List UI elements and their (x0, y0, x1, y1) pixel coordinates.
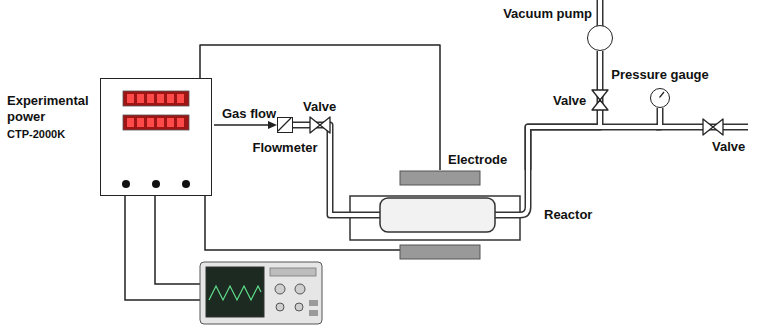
outlet-pipe (656, 124, 748, 131)
led-digit (167, 118, 174, 127)
node-label: CTP-2000K (7, 128, 95, 141)
led-display (123, 91, 189, 106)
node-caption: Experimental powerCTP-2000K (7, 93, 95, 141)
valve-symbol (592, 90, 608, 100)
led-display (123, 115, 189, 130)
scope-screen (206, 267, 264, 317)
led-digit (177, 94, 184, 103)
node-label: Vacuum pump (503, 6, 592, 22)
led-digit (147, 118, 154, 127)
gas-pipe (528, 108, 660, 170)
discharge-tube (380, 198, 495, 232)
valve-symbol (592, 100, 608, 110)
led-digit (127, 118, 134, 127)
led-digit (137, 118, 144, 127)
scope-trace (209, 286, 261, 300)
electrode-plate (400, 171, 480, 185)
flowmeter-box: Flowmeter (277, 117, 293, 133)
pipe-bore (528, 51, 600, 170)
led-digit (147, 94, 154, 103)
pressure-gauge-outline (651, 89, 669, 107)
led-digit (167, 94, 174, 103)
power-supply: Experimental powerCTP-2000K (100, 78, 212, 196)
pipe-bore (656, 125, 748, 129)
gas-pipe (293, 125, 345, 215)
node-label: Flowmeter (252, 140, 317, 156)
led-digit (157, 94, 164, 103)
node-label: Reactor (544, 207, 592, 223)
valve-symbol (703, 119, 713, 135)
scope-button (309, 300, 318, 306)
gauge-needle (660, 92, 665, 98)
scope-knob (295, 303, 303, 311)
gas-line (214, 124, 270, 126)
terminal-dot (152, 180, 160, 188)
reactor-unit: Reactor (345, 170, 540, 260)
valve-label: Valve (553, 93, 586, 109)
electrode-plate (400, 245, 480, 259)
pipe-bore (491, 170, 528, 215)
terminal-dot (182, 180, 190, 188)
led-digit (177, 118, 184, 127)
valve-symbol (310, 117, 320, 133)
reactor-pipe (345, 212, 385, 219)
node-caption: Reactor (544, 207, 592, 223)
pressure-gauge: Pressure gauge (650, 88, 670, 108)
exhaust-pipe (597, 0, 604, 26)
terminal-dot (122, 180, 130, 188)
pipe-bore (528, 108, 660, 170)
valve-symbol (320, 117, 330, 133)
valve-label: Valve (303, 99, 336, 115)
scope-panel (270, 268, 316, 276)
flow-label: Gas flow (222, 106, 276, 122)
reactor-unit-outline (345, 170, 540, 260)
scope-knob (295, 284, 305, 294)
probe-wire (125, 187, 200, 300)
scope-knob (276, 303, 284, 311)
electrode-wire (205, 196, 400, 250)
power-supply-outline (101, 79, 211, 195)
node-caption: Flowmeter (252, 140, 317, 156)
led-digit (137, 94, 144, 103)
vacuum-pump-outline (588, 26, 612, 50)
led-digit (157, 118, 164, 127)
vacuum-pump: Vacuum pump (587, 25, 613, 51)
meter-diagonal (278, 118, 291, 131)
pipe-bore (598, 0, 602, 26)
led-digit (127, 94, 134, 103)
scope-body (200, 262, 322, 324)
gas-pipe (528, 51, 600, 170)
node-caption: Vacuum pump (503, 6, 592, 22)
electrode-label: Electrode (448, 152, 507, 168)
oscilloscope (200, 262, 322, 324)
node-label: Experimental power (7, 93, 95, 124)
pipe-bore (345, 213, 385, 217)
pipe-bore (293, 125, 345, 215)
gas-inlet-arrow (214, 121, 277, 129)
flowmeter-box-outline (278, 118, 292, 132)
reactor-pipe (491, 170, 528, 215)
scope-knob (275, 284, 285, 294)
valve-symbol (713, 119, 723, 135)
scope-button (309, 310, 318, 316)
probe-wire (155, 187, 200, 284)
node-label: Pressure gauge (611, 67, 709, 83)
arrow-head (268, 121, 277, 129)
power-wire (200, 45, 440, 170)
node-caption: Pressure gauge (611, 67, 709, 83)
valve-label: Valve (712, 139, 745, 155)
